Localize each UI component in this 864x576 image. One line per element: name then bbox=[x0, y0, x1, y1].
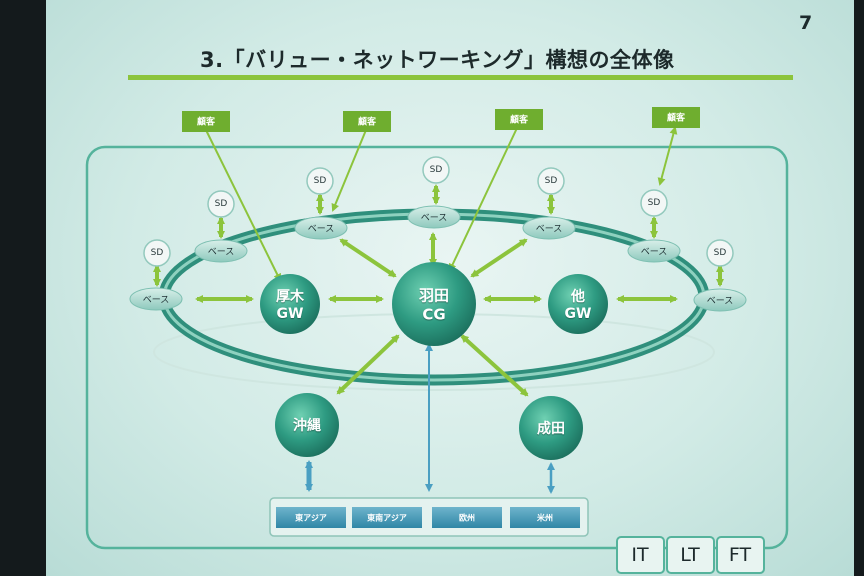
sd-circle-3 bbox=[306, 167, 334, 195]
dest-box-4 bbox=[510, 507, 580, 528]
base-ellipse-4 bbox=[407, 205, 461, 229]
sd-label-5: SD bbox=[544, 176, 558, 186]
base-label-3: ベース bbox=[307, 224, 335, 235]
customer-arrow-1 bbox=[204, 127, 281, 282]
sd-label-3: SD bbox=[313, 176, 327, 186]
arrow-haneda-narita bbox=[460, 334, 529, 397]
customer-box-4 bbox=[652, 107, 700, 128]
sd-circle-6 bbox=[640, 189, 668, 217]
customer-arrow-2 bbox=[331, 129, 367, 212]
hub-atsugi bbox=[260, 274, 320, 334]
hub-atsugi-line2: GW bbox=[276, 306, 304, 322]
customer-box-1 bbox=[182, 111, 230, 132]
base-ellipse-7 bbox=[693, 288, 747, 312]
sd-circle-1 bbox=[143, 239, 171, 267]
hub-narita bbox=[519, 396, 583, 460]
sd-label-1: SD bbox=[150, 248, 164, 258]
hub-haneda bbox=[392, 262, 476, 346]
title-underline bbox=[128, 75, 793, 80]
hub-narita-label: 成田 bbox=[537, 421, 565, 437]
dest-label-2: 東南アジア bbox=[367, 513, 407, 523]
sd-circle-5 bbox=[537, 167, 565, 195]
base-ellipse-3 bbox=[294, 216, 348, 240]
slide-title: 3.「バリュー・ネットワーキング」構想の全体像 bbox=[200, 48, 675, 72]
dest-box-1 bbox=[276, 507, 346, 528]
hub-haneda-label: 羽田 CG bbox=[419, 285, 449, 324]
customer-arrow-4 bbox=[657, 126, 678, 186]
dest-label-4: 米州 bbox=[537, 513, 553, 523]
base-ellipse-1 bbox=[129, 287, 183, 311]
dest-box-2 bbox=[352, 507, 422, 528]
tab-box-ft bbox=[716, 536, 765, 574]
dest-label-3: 欧州 bbox=[459, 513, 475, 523]
base-label-7: ベース bbox=[706, 296, 734, 307]
sd-circle-4 bbox=[422, 156, 450, 184]
hub-other-label: 他 GW bbox=[565, 286, 592, 322]
outer-frame bbox=[85, 145, 789, 550]
arrow-haneda-okinawa bbox=[336, 334, 400, 395]
base-label-2: ベース bbox=[207, 247, 235, 258]
customer-box-2 bbox=[343, 111, 391, 132]
base-ellipse-5 bbox=[522, 216, 576, 240]
base-label-1: ベース bbox=[142, 295, 170, 306]
base-ellipse-2 bbox=[194, 239, 248, 263]
destination-panel bbox=[269, 497, 589, 537]
sd-label-6: SD bbox=[647, 198, 661, 208]
hub-okinawa-label: 沖縄 bbox=[293, 418, 321, 434]
base-label-5: ベース bbox=[535, 224, 563, 235]
base-label-6: ベース bbox=[640, 247, 668, 258]
customer-box-3 bbox=[495, 109, 543, 130]
customer-label-4: 顧客 bbox=[666, 113, 686, 124]
hub-okinawa bbox=[275, 393, 339, 457]
tab-box-lt bbox=[666, 536, 715, 574]
base-label-4: ベース bbox=[420, 213, 448, 224]
dest-box-3 bbox=[432, 507, 502, 528]
arrow-base-haneda-left bbox=[339, 238, 397, 278]
customer-label-2: 顧客 bbox=[357, 117, 377, 128]
page-number: 7 bbox=[799, 12, 813, 34]
hub-haneda-line1: 羽田 bbox=[418, 286, 450, 305]
sd-circle-2 bbox=[207, 190, 235, 218]
hub-haneda-line2: CG bbox=[422, 305, 446, 324]
customer-arrow-3 bbox=[448, 127, 518, 272]
dest-label-1: 東アジア bbox=[295, 513, 327, 523]
hub-atsugi-label: 厚木 GW bbox=[276, 286, 304, 322]
hub-other-line2: GW bbox=[564, 306, 592, 322]
base-ellipse-6 bbox=[627, 239, 681, 263]
hub-other-line1: 他 bbox=[571, 289, 585, 305]
tab-it[interactable]: IT bbox=[631, 544, 649, 566]
hub-atsugi-line1: 厚木 bbox=[276, 289, 304, 305]
tab-lt[interactable]: LT bbox=[680, 544, 700, 566]
sd-label-7: SD bbox=[713, 248, 727, 258]
customer-label-3: 顧客 bbox=[509, 115, 529, 126]
sd-label-4: SD bbox=[429, 165, 443, 175]
tab-box-it bbox=[616, 536, 665, 574]
hub-other bbox=[548, 274, 608, 334]
sd-label-2: SD bbox=[214, 199, 228, 209]
sd-circle-7 bbox=[706, 239, 734, 267]
tab-ft[interactable]: FT bbox=[728, 544, 752, 566]
customer-label-1: 顧客 bbox=[196, 117, 216, 128]
arrow-base-haneda-right bbox=[470, 238, 528, 278]
